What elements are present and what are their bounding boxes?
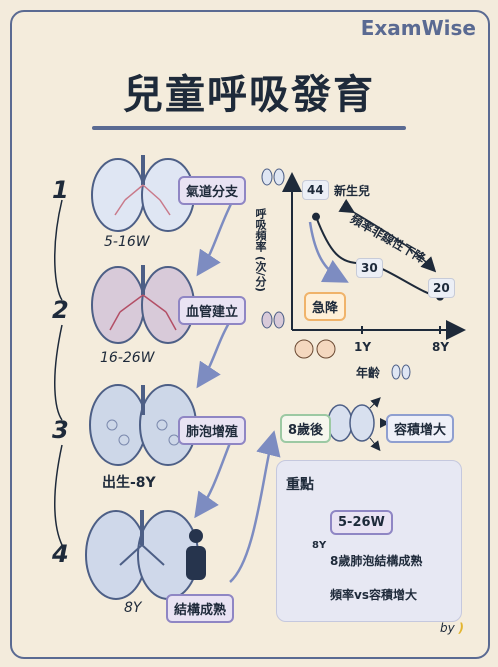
- stage-number-3: 3: [52, 416, 69, 444]
- baby-faces-icon: [294, 339, 336, 359]
- key-point-2: 8歲肺泡結構成熟: [330, 554, 423, 568]
- stage-2-tag: 血管建立: [178, 296, 247, 325]
- age-lung-icon: [391, 364, 411, 380]
- stage-1-tag: 氣道分支: [178, 176, 247, 205]
- stage-2-label: 16-26W: [100, 350, 155, 366]
- chart-axes: [282, 172, 466, 340]
- stage-1-label: 5-16W: [104, 234, 150, 250]
- banana-icon: ): [458, 621, 464, 635]
- stage-4-tag: 結構成熟: [166, 594, 235, 623]
- stage-number-4: 4: [52, 540, 69, 568]
- byline: by ): [440, 621, 464, 635]
- small-lung-icon-bottom: [261, 311, 285, 329]
- key-point-2-badge: 8Y: [312, 540, 327, 551]
- chart-point-0: [312, 212, 320, 221]
- key-points-panel: [276, 460, 462, 622]
- growing-lung-icon: [302, 397, 390, 452]
- key-points-title: 重點: [286, 477, 314, 493]
- byline-text: by: [439, 621, 455, 635]
- key-point-1: 5-26W: [330, 510, 393, 535]
- sharp-drop-tag: 急降: [304, 292, 347, 321]
- chart-y-label: 呼吸頻率 (次/分): [254, 208, 267, 292]
- x-tick-1y: 1Y: [354, 340, 372, 354]
- stage-4-label: 8Y: [124, 600, 142, 616]
- point-label-20: 20: [428, 278, 455, 298]
- title-underline: [92, 126, 406, 130]
- stage-number-1: 1: [52, 176, 69, 204]
- point-label-30: 30: [356, 258, 383, 278]
- after-8-years-tag: 8歲後: [280, 414, 332, 443]
- chart-x-label: 年齡: [356, 366, 381, 380]
- newborn-label: 新生兒: [334, 184, 371, 198]
- small-lung-icon-top: [261, 168, 285, 186]
- lung-stage-4-icon: [85, 510, 199, 600]
- stage-number-2: 2: [52, 296, 69, 324]
- volume-increase-tag: 容積增大: [386, 414, 455, 443]
- child-person-icon: [186, 529, 206, 580]
- lung-stage-3-icon: [89, 384, 197, 466]
- x-tick-8y: 8Y: [432, 340, 450, 354]
- key-point-3: 頻率vs容積增大: [330, 588, 417, 602]
- point-label-44: 44: [302, 180, 329, 200]
- stage-3-tag: 肺泡增殖: [178, 416, 247, 445]
- page-title: 兒童呼吸發育: [123, 72, 375, 118]
- stage-3-label: 出生-8Y: [102, 475, 156, 491]
- brand-logo: ExamWise: [360, 16, 476, 40]
